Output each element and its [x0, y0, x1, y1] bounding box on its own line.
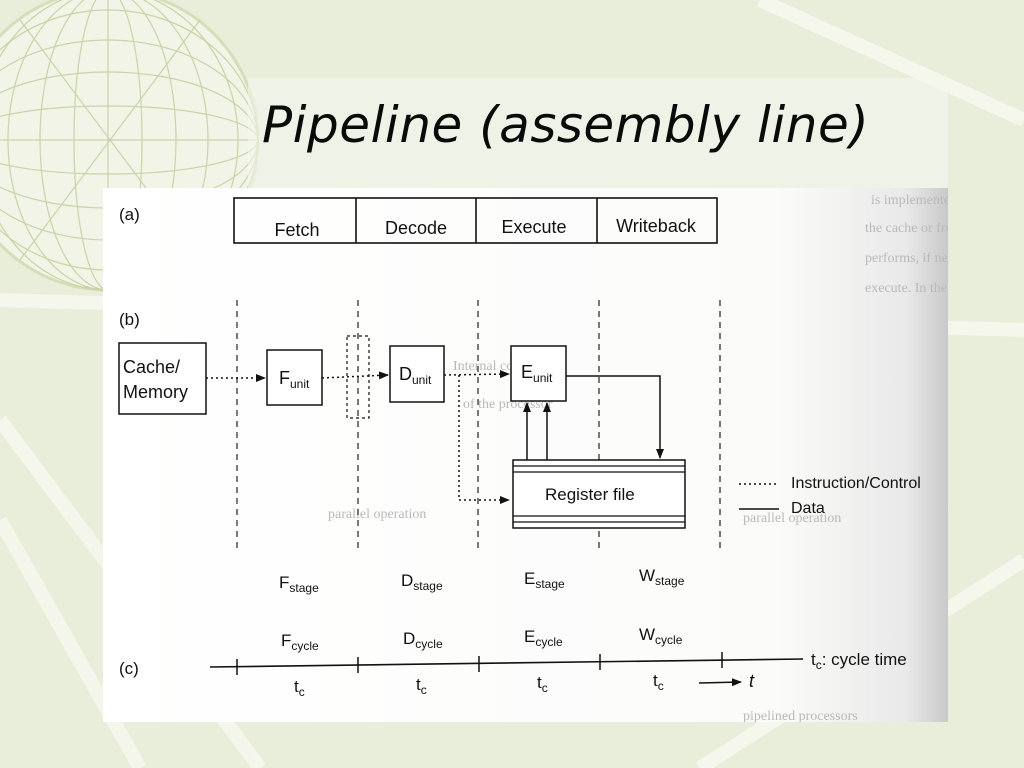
legend-data-label: Data [791, 500, 825, 517]
decode-unit-label: Dunit [399, 364, 432, 387]
cache-memory-block [118, 342, 207, 415]
svg-text:performs, if needed: performs, if needed [865, 251, 948, 266]
execute-stage-label: Estage [524, 569, 565, 591]
svg-text:execute. In the: execute. In the [865, 281, 947, 296]
execute-unit-label: Eunit [521, 362, 553, 385]
svg-text:parallel operation: parallel operation [328, 507, 426, 522]
data-flow-arrows [523, 375, 664, 460]
instruction-flow-arrows [206, 370, 510, 504]
cycle-tick-label-3: tc [537, 673, 548, 695]
cycle-tick-label-2: tc [416, 675, 427, 697]
panel-label-a: (a) [119, 205, 140, 224]
register-file-lines [513, 465, 685, 523]
time-axis-label: t [749, 671, 755, 691]
writeback-stage-label: Wstage [639, 566, 685, 588]
panel-label-b: (b) [119, 310, 140, 329]
stage-header-fetch: Fetch [274, 220, 319, 240]
fetch-cycle-label: Fcycle [281, 631, 319, 653]
time-axis-line [209, 658, 804, 668]
decode-cycle-label: Dcycle [403, 629, 443, 651]
stage-header-table [233, 197, 718, 244]
cache-memory-label-line1: Cache/ [123, 357, 180, 377]
fetch-unit-label: Funit [279, 368, 310, 391]
cycle-tick-label-1: tc [294, 677, 305, 699]
legend-instruction-label: Instruction/Control [791, 475, 921, 492]
svg-text:is implemented by: is implemented by [871, 193, 948, 208]
execute-unit-block [510, 345, 567, 402]
cycle-time-label: tc: cycle time [811, 650, 907, 672]
fetch-stage-label: Fstage [279, 573, 319, 595]
cache-memory-label-line2: Memory [123, 382, 188, 402]
svg-text:pipelined processors: pipelined processors [743, 709, 858, 722]
cycle-boundary-ticks [236, 652, 723, 675]
stage-header-execute: Execute [501, 217, 566, 237]
stage-boundary-lines [236, 300, 721, 550]
svg-text:the cache or from: the cache or from [865, 221, 948, 236]
time-direction-arrow [698, 678, 742, 687]
register-file-block [512, 459, 686, 529]
stage-header-writeback: Writeback [616, 216, 697, 236]
pipeline-figure: is implemented by the cache or from perf… [103, 188, 948, 722]
slide-title: Pipeline (assembly line) [262, 96, 870, 154]
cycle-tick-label-4: tc [653, 671, 664, 693]
panel-label-c: (c) [119, 659, 139, 678]
execute-cycle-label: Ecycle [524, 627, 563, 649]
stage-header-decode: Decode [385, 218, 447, 238]
register-file-label: Register file [545, 485, 635, 504]
pipeline-latch [346, 335, 370, 419]
decode-stage-label: Dstage [401, 571, 443, 593]
writeback-cycle-label: Wcycle [639, 625, 683, 647]
svg-text:parallel operation: parallel operation [743, 511, 841, 526]
decode-unit-block [389, 345, 445, 403]
